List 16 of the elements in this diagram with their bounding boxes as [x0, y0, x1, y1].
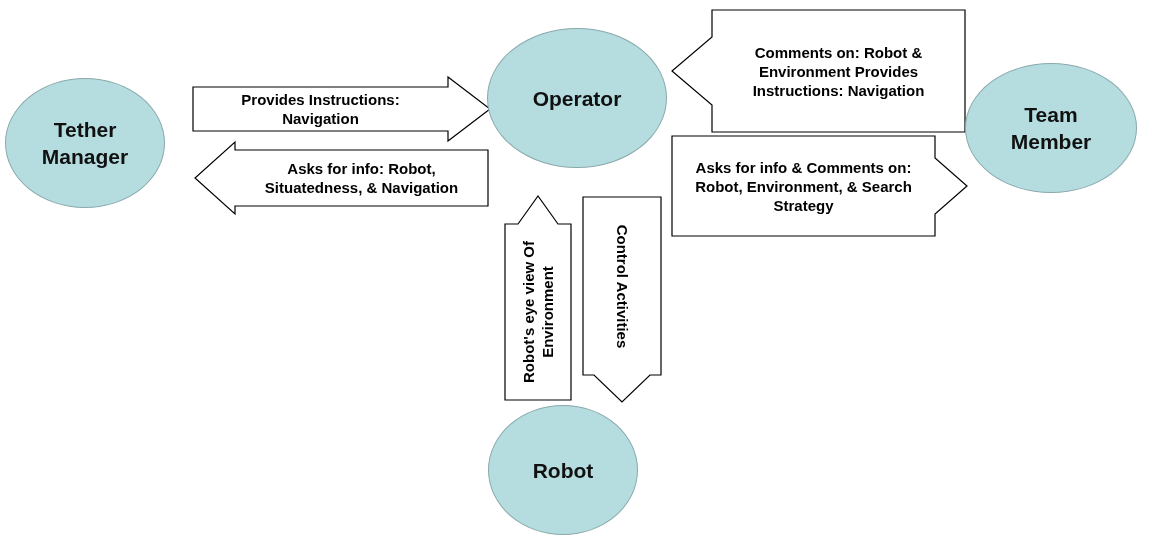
block-arrow [194, 140, 489, 216]
edge-label: Asks for info: Robot, Situatedness, & Navigation [263, 159, 460, 197]
actor-name: Robot [532, 457, 594, 484]
block-arrow [504, 194, 572, 401]
edge-label: Control Activities [612, 223, 632, 350]
block-arrow [671, 135, 968, 237]
actor-name: Team Member [1009, 102, 1093, 155]
block-arrow [582, 196, 662, 403]
edge-label: Comments on: Robot & Environment Provides Instructions: Navigation [751, 42, 926, 100]
actor-name: Operator [532, 85, 622, 112]
actor-name: Tether Manager [40, 117, 130, 170]
block-arrow [192, 75, 491, 143]
edge-label: Asks for info & Comments on: Robot, Environment, & Search Strategy [694, 157, 913, 215]
edge-label: Provides Instructions: Navigation [240, 90, 401, 128]
block-arrow [671, 9, 966, 133]
edge-label: Robot's eye view Of Environment [519, 240, 557, 385]
